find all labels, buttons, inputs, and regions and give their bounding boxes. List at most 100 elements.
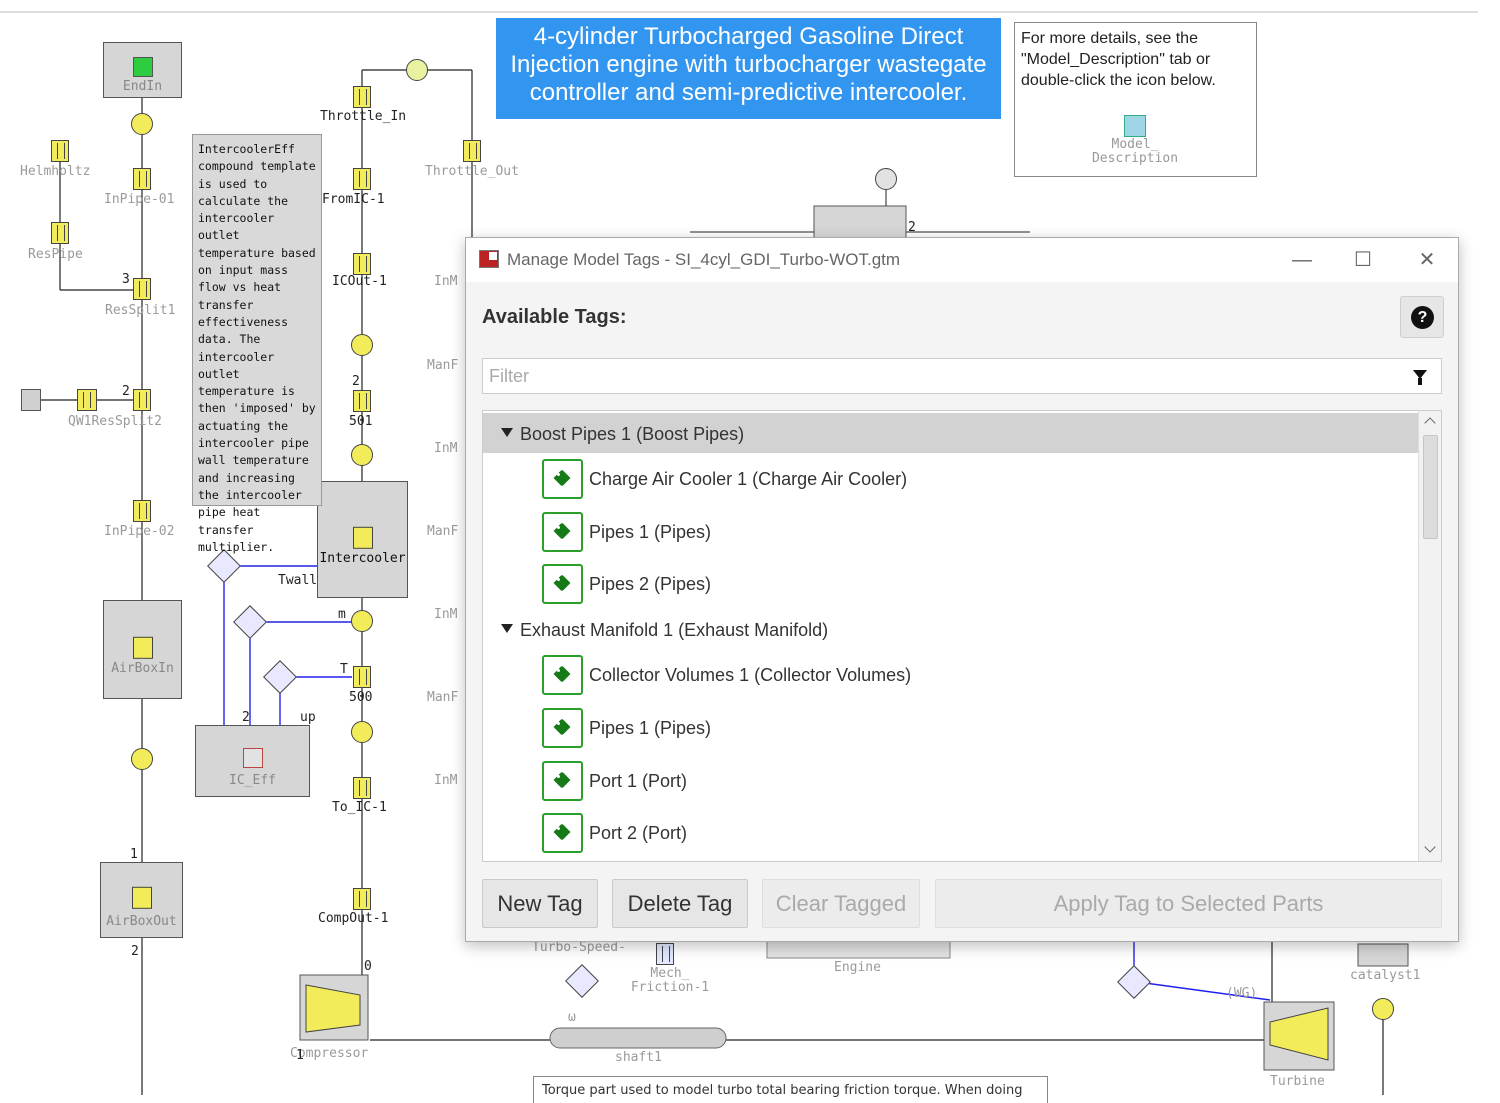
intercooler-icon xyxy=(352,526,373,549)
n500-component[interactable] xyxy=(353,666,371,688)
pipe-icon xyxy=(132,636,153,659)
qw1-pipe[interactable] xyxy=(77,389,97,411)
tag-icon xyxy=(542,655,583,695)
manf-label: ManF xyxy=(427,690,459,705)
tags-tree[interactable]: Boost Pipes 1 (Boost Pipes) Charge Air C… xyxy=(482,410,1442,862)
tree-item[interactable]: Pipes 1 (Pipes) xyxy=(483,702,1418,754)
tag-icon xyxy=(542,564,583,604)
throttle-out-label: Throttle_Out xyxy=(425,164,519,179)
compressor-label: Compressor xyxy=(290,1046,369,1061)
tree-scrollbar[interactable] xyxy=(1418,411,1441,861)
expand-triangle-icon[interactable] xyxy=(501,428,513,437)
manage-model-tags-dialog[interactable]: Manage Model Tags - SI_4cyl_GDI_Turbo-WO… xyxy=(465,237,1459,942)
helmholtz-component[interactable] xyxy=(51,140,69,162)
throttle-in-pipe[interactable] xyxy=(353,86,371,108)
tree-group-exhaust-manifold[interactable]: Exhaust Manifold 1 (Exhaust Manifold) xyxy=(483,609,1418,649)
available-tags-label: Available Tags: xyxy=(482,306,627,328)
engine-label: Engine xyxy=(834,960,881,975)
toic-node[interactable] xyxy=(351,721,373,743)
port-number-label: 2 xyxy=(242,710,250,725)
filter-funnel-icon[interactable] xyxy=(1413,370,1427,385)
engine-sensor-node[interactable] xyxy=(875,168,897,190)
maximize-button[interactable]: ☐ xyxy=(1354,249,1372,271)
wastegate-label: (WG) xyxy=(1226,986,1258,1001)
tree-item[interactable]: Charge Air Cooler 1 (Charge Air Cooler) xyxy=(483,453,1418,505)
clear-tagged-button[interactable]: Clear Tagged xyxy=(762,879,920,928)
ic-inlet-node[interactable] xyxy=(351,444,373,466)
ic-outlet-node[interactable] xyxy=(351,610,373,632)
help-button[interactable]: ? xyxy=(1400,296,1444,338)
scroll-up-icon[interactable] xyxy=(1424,417,1436,429)
minimize-button[interactable]: — xyxy=(1292,249,1312,271)
close-button[interactable]: ✕ xyxy=(1418,249,1436,271)
to-ic1-pipe[interactable] xyxy=(353,777,371,799)
tree-item-label: Port 2 (Port) xyxy=(589,823,688,843)
port-w-label: ω xyxy=(568,1010,576,1025)
endin-component[interactable]: EndIn xyxy=(103,42,182,98)
endin-label: EndIn xyxy=(122,79,163,94)
dialog-titlebar[interactable]: Manage Model Tags - SI_4cyl_GDI_Turbo-WO… xyxy=(466,238,1458,282)
icout1-label: ICOut-1 xyxy=(332,274,387,289)
shaft1-label: shaft1 xyxy=(615,1050,662,1065)
port-number-label: 2 xyxy=(352,374,360,389)
scroll-down-icon[interactable] xyxy=(1424,841,1436,853)
end-environment-icon[interactable] xyxy=(21,389,41,411)
twall-label: Twall xyxy=(278,573,318,588)
tree-item-label: Port 1 (Port) xyxy=(589,771,688,791)
port-m-label: m xyxy=(338,607,346,622)
throttle-in-label: Throttle_In xyxy=(320,109,407,124)
mech-friction-component[interactable] xyxy=(656,943,674,965)
port-number-label: 3 xyxy=(122,272,130,287)
ressplit1-label: ResSplit1 xyxy=(105,303,176,318)
port-t-label: T xyxy=(340,662,348,677)
fromic1-pipe[interactable] xyxy=(353,168,371,190)
compout1-component[interactable] xyxy=(353,888,371,910)
filter-input[interactable] xyxy=(483,359,1403,393)
filter-field[interactable] xyxy=(482,358,1442,394)
ic-eff-icon xyxy=(243,748,263,768)
inpipe01-pipe[interactable] xyxy=(133,168,151,190)
delete-tag-button[interactable]: Delete Tag xyxy=(612,879,748,928)
icout1-component[interactable] xyxy=(353,253,371,275)
ic-split-node[interactable] xyxy=(351,334,373,356)
catalyst-node[interactable] xyxy=(1372,998,1394,1020)
tree-group-boost-pipes[interactable]: Boost Pipes 1 (Boost Pipes) xyxy=(483,413,1418,453)
qw1ressplit2-pipe[interactable] xyxy=(133,389,151,411)
respipe-pipe[interactable] xyxy=(51,222,69,244)
tree-item[interactable]: Collector Volumes 1 (Collector Volumes) xyxy=(483,649,1418,701)
inpipe02-pipe[interactable] xyxy=(133,500,151,522)
airbox-junction-node[interactable] xyxy=(131,748,153,770)
tree-item[interactable]: Pipes 2 (Pipes) xyxy=(483,558,1418,610)
tree-item[interactable]: Port 1 (Port) xyxy=(483,755,1418,807)
airboxout-label: AirBoxOut xyxy=(106,914,177,929)
apply-tag-button[interactable]: Apply Tag to Selected Parts xyxy=(935,879,1442,928)
manf-label: ManF xyxy=(427,358,459,373)
n501-component[interactable] xyxy=(353,390,371,412)
throttle-valve-node[interactable] xyxy=(406,59,428,81)
expand-triangle-icon[interactable] xyxy=(501,624,513,633)
helmholtz-label: Helmholtz xyxy=(20,164,91,179)
intercooler-component[interactable]: Intercooler xyxy=(317,481,408,598)
scroll-thumb[interactable] xyxy=(1423,435,1438,539)
turbo-speed-label: Turbo-Speed- xyxy=(532,940,626,955)
details-note-box: For more details, see the "Model_Descrip… xyxy=(1014,22,1257,177)
model-description-icon[interactable] xyxy=(1124,115,1146,137)
tree-item[interactable]: Pipes 1 (Pipes) xyxy=(483,506,1418,558)
inm-label: InM xyxy=(434,773,458,788)
tree-item[interactable]: Port 2 (Port) xyxy=(483,807,1418,859)
airboxin-component[interactable]: AirBoxIn xyxy=(103,600,182,699)
ressplit1-pipe[interactable] xyxy=(133,278,151,300)
bottom-note: Torque part used to model turbo total be… xyxy=(533,1076,1048,1103)
port-number-label: 2 xyxy=(131,944,139,959)
fromic1-label: FromIC-1 xyxy=(322,192,385,207)
throttle-out-pipe[interactable] xyxy=(463,140,481,162)
airboxout-component[interactable]: AirBoxOut xyxy=(100,862,183,938)
compout1-label: CompOut-1 xyxy=(318,911,389,926)
dialog-title: Manage Model Tags - SI_4cyl_GDI_Turbo-WO… xyxy=(507,250,901,269)
ic-eff-component[interactable]: IC_Eff xyxy=(195,725,310,797)
new-tag-button[interactable]: New Tag xyxy=(482,879,598,928)
port-number-label: 0 xyxy=(364,959,372,974)
tag-icon xyxy=(542,761,583,801)
flow-split-node[interactable] xyxy=(131,113,153,135)
